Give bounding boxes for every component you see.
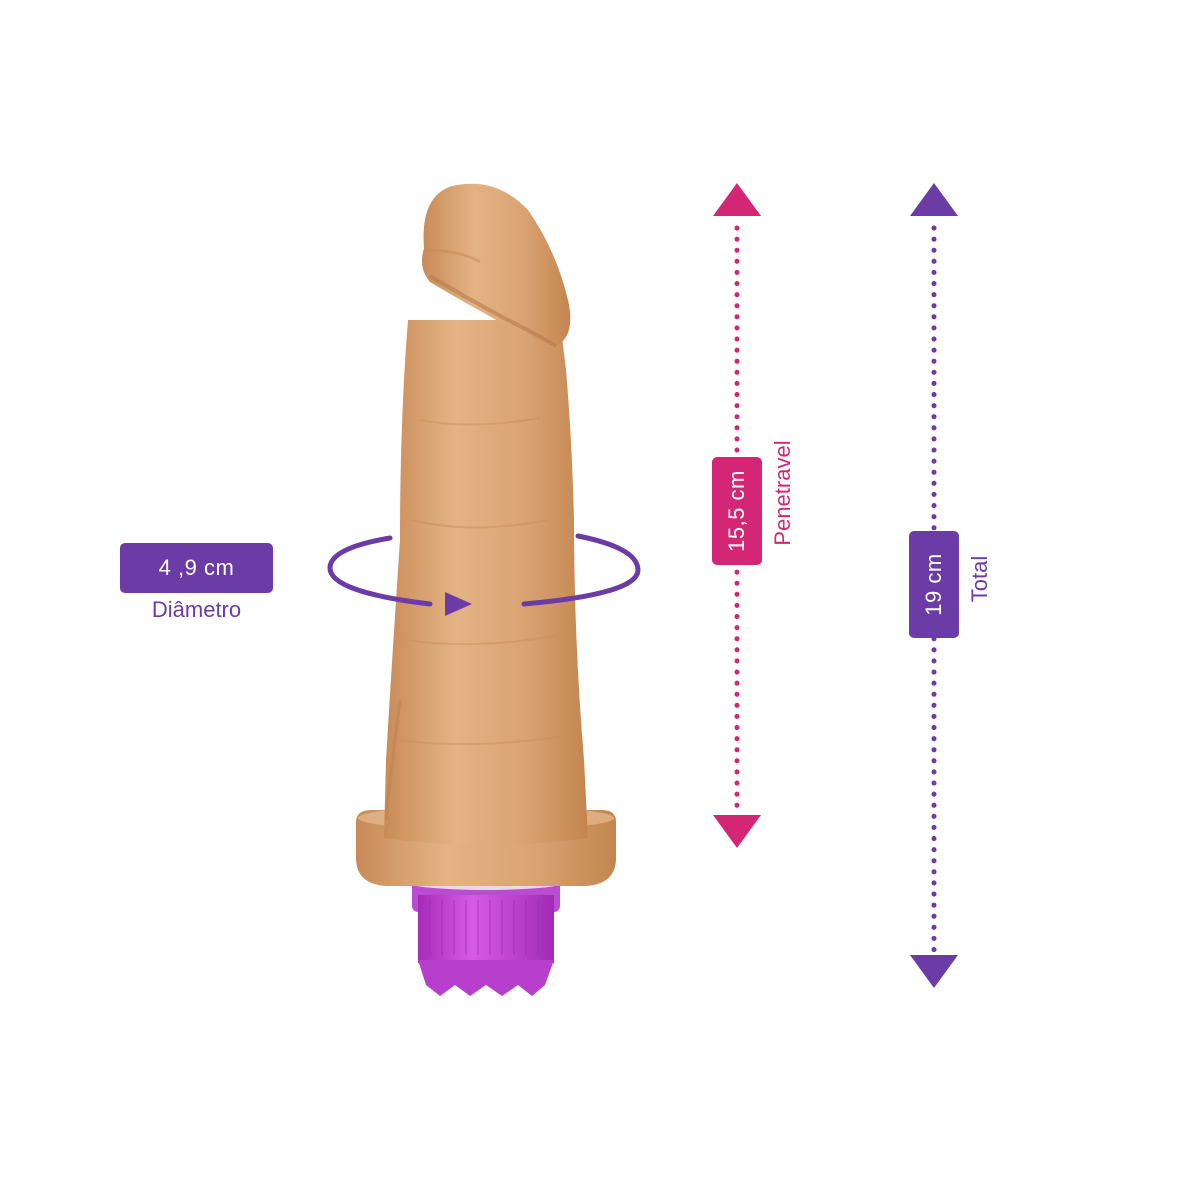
shaft xyxy=(384,320,588,845)
total-value-badge: 19 cm xyxy=(909,531,959,638)
diameter-value: 4 ,9 cm xyxy=(158,555,235,580)
double-arrow-icon xyxy=(713,183,761,848)
total-value: 19 cm xyxy=(921,553,946,616)
diameter-value-badge: 4 ,9 cm xyxy=(120,543,273,593)
double-arrow-icon xyxy=(910,183,958,988)
base-cap xyxy=(406,874,566,996)
penetrable-value: 15,5 cm xyxy=(724,470,749,552)
rotation-arrow-icon xyxy=(327,533,641,616)
total-caption: Total xyxy=(967,555,992,603)
diameter-caption: Diâmetro xyxy=(151,597,242,622)
head xyxy=(422,183,571,348)
penetrable-value-badge: 15,5 cm xyxy=(712,457,762,565)
penetrable-caption: Penetravel xyxy=(770,440,795,546)
